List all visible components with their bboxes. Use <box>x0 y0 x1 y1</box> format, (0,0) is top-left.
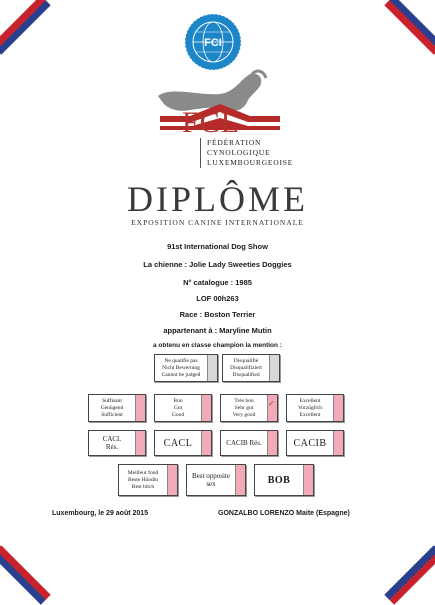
result-box-disqualified: Disqualifié Disqualifiziert Disqualified <box>222 354 280 382</box>
place-date: Luxembourg, le 29 août 2015 <box>52 510 149 517</box>
check-mark-icon: ✓ <box>268 399 275 408</box>
result-tab <box>267 395 277 421</box>
result-box-cacl: CACL <box>154 430 212 456</box>
fcl-dog-logo <box>158 69 280 130</box>
result-box-bob: BOB <box>254 464 314 496</box>
fcl-logo-text: FCL <box>182 106 241 139</box>
result-label: Best opposite sex <box>192 472 230 488</box>
show-name: 91st International Dog Show <box>167 242 268 251</box>
owner: appartenant à : Maryline Mutin <box>163 326 272 335</box>
breed: Race : Boston Terrier <box>179 310 256 319</box>
result-label-main: CACL <box>102 435 122 443</box>
result-tab <box>201 431 211 455</box>
result-tab <box>267 431 277 455</box>
result-label-sub: Rés. <box>105 443 119 451</box>
result-tab <box>207 355 217 381</box>
fci-globe-logo: FCI <box>184 13 242 71</box>
result-box-sufficient: Suffisant Genügend Sufficient <box>88 394 146 422</box>
diploma-title: DIPLÔME <box>127 179 308 219</box>
award-intro: a obtenu en classe champion la mention : <box>153 342 282 349</box>
corner-ribbon-top-right <box>384 0 435 55</box>
result-label: Suffisant Genügend Sufficient <box>100 397 124 418</box>
result-label: CACIB <box>293 437 327 449</box>
org-line-3: LUXEMBOURGEOISE <box>207 158 294 167</box>
result-box-cacib: CACIB <box>286 430 344 456</box>
corner-ribbon-bottom-right <box>384 545 435 605</box>
result-tab <box>167 465 177 495</box>
corner-ribbon-bottom-left <box>0 545 51 605</box>
result-label: Excellent Vorzüglich Excellent <box>297 397 323 418</box>
result-tab <box>235 465 245 495</box>
corner-ribbon-top-left <box>0 0 51 55</box>
result-tab <box>303 465 313 495</box>
result-tab <box>333 395 343 421</box>
result-label: CACL <box>163 437 193 449</box>
result-label: Très bon Sehr gut Very good <box>232 397 256 418</box>
result-box-not-judged: Ne qualifie pas Nicht Bewertung Cannot b… <box>154 354 218 382</box>
result-box-best-bitch: Meilleur fond Beste Hündin Best bitch <box>118 464 178 496</box>
result-label: Meilleur fond Beste Hündin Best bitch <box>127 469 159 490</box>
result-box-excellent: Excellent Vorzüglich Excellent <box>286 394 344 422</box>
diploma-subtitle: EXPOSITION CANINE INTERNATIONALE <box>131 218 304 227</box>
judge-name: GONZALBO LORENZO Maite (Espagne) <box>218 510 350 517</box>
result-label: Ne qualifie pas Nicht Bewertung Cannot b… <box>161 357 201 378</box>
result-tab <box>135 431 145 455</box>
result-label: Bon Gut Good <box>171 397 185 418</box>
result-box-cacib-reserve: CACIB Rés. <box>220 430 278 456</box>
catalogue-number: N° catalogue : 1985 <box>183 278 252 287</box>
result-box-best-opposite-sex: Best opposite sex <box>186 464 246 496</box>
result-tab <box>201 395 211 421</box>
result-box-very-good: Très bon Sehr gut Very good <box>220 394 278 422</box>
result-tab <box>135 395 145 421</box>
org-line-2: CYNOLOGIQUE <box>207 148 271 157</box>
result-tab <box>333 431 343 455</box>
pedigree-number: LOF 00h263 <box>196 294 239 303</box>
result-box-good: Bon Gut Good <box>154 394 212 422</box>
organisation-name: FÉDÉRATION CYNOLOGIQUE LUXEMBOURGEOISE <box>200 138 293 168</box>
result-tab <box>269 355 279 381</box>
dog-name: La chienne : Jolie Lady Sweeties Doggies <box>143 260 292 269</box>
result-label: Disqualifié Disqualifiziert Disqualified <box>230 357 262 378</box>
svg-text:FCI: FCI <box>204 37 222 49</box>
result-label: BOB <box>267 474 291 486</box>
result-label: CACIB Rés. <box>226 439 262 447</box>
org-line-1: FÉDÉRATION <box>207 138 262 147</box>
